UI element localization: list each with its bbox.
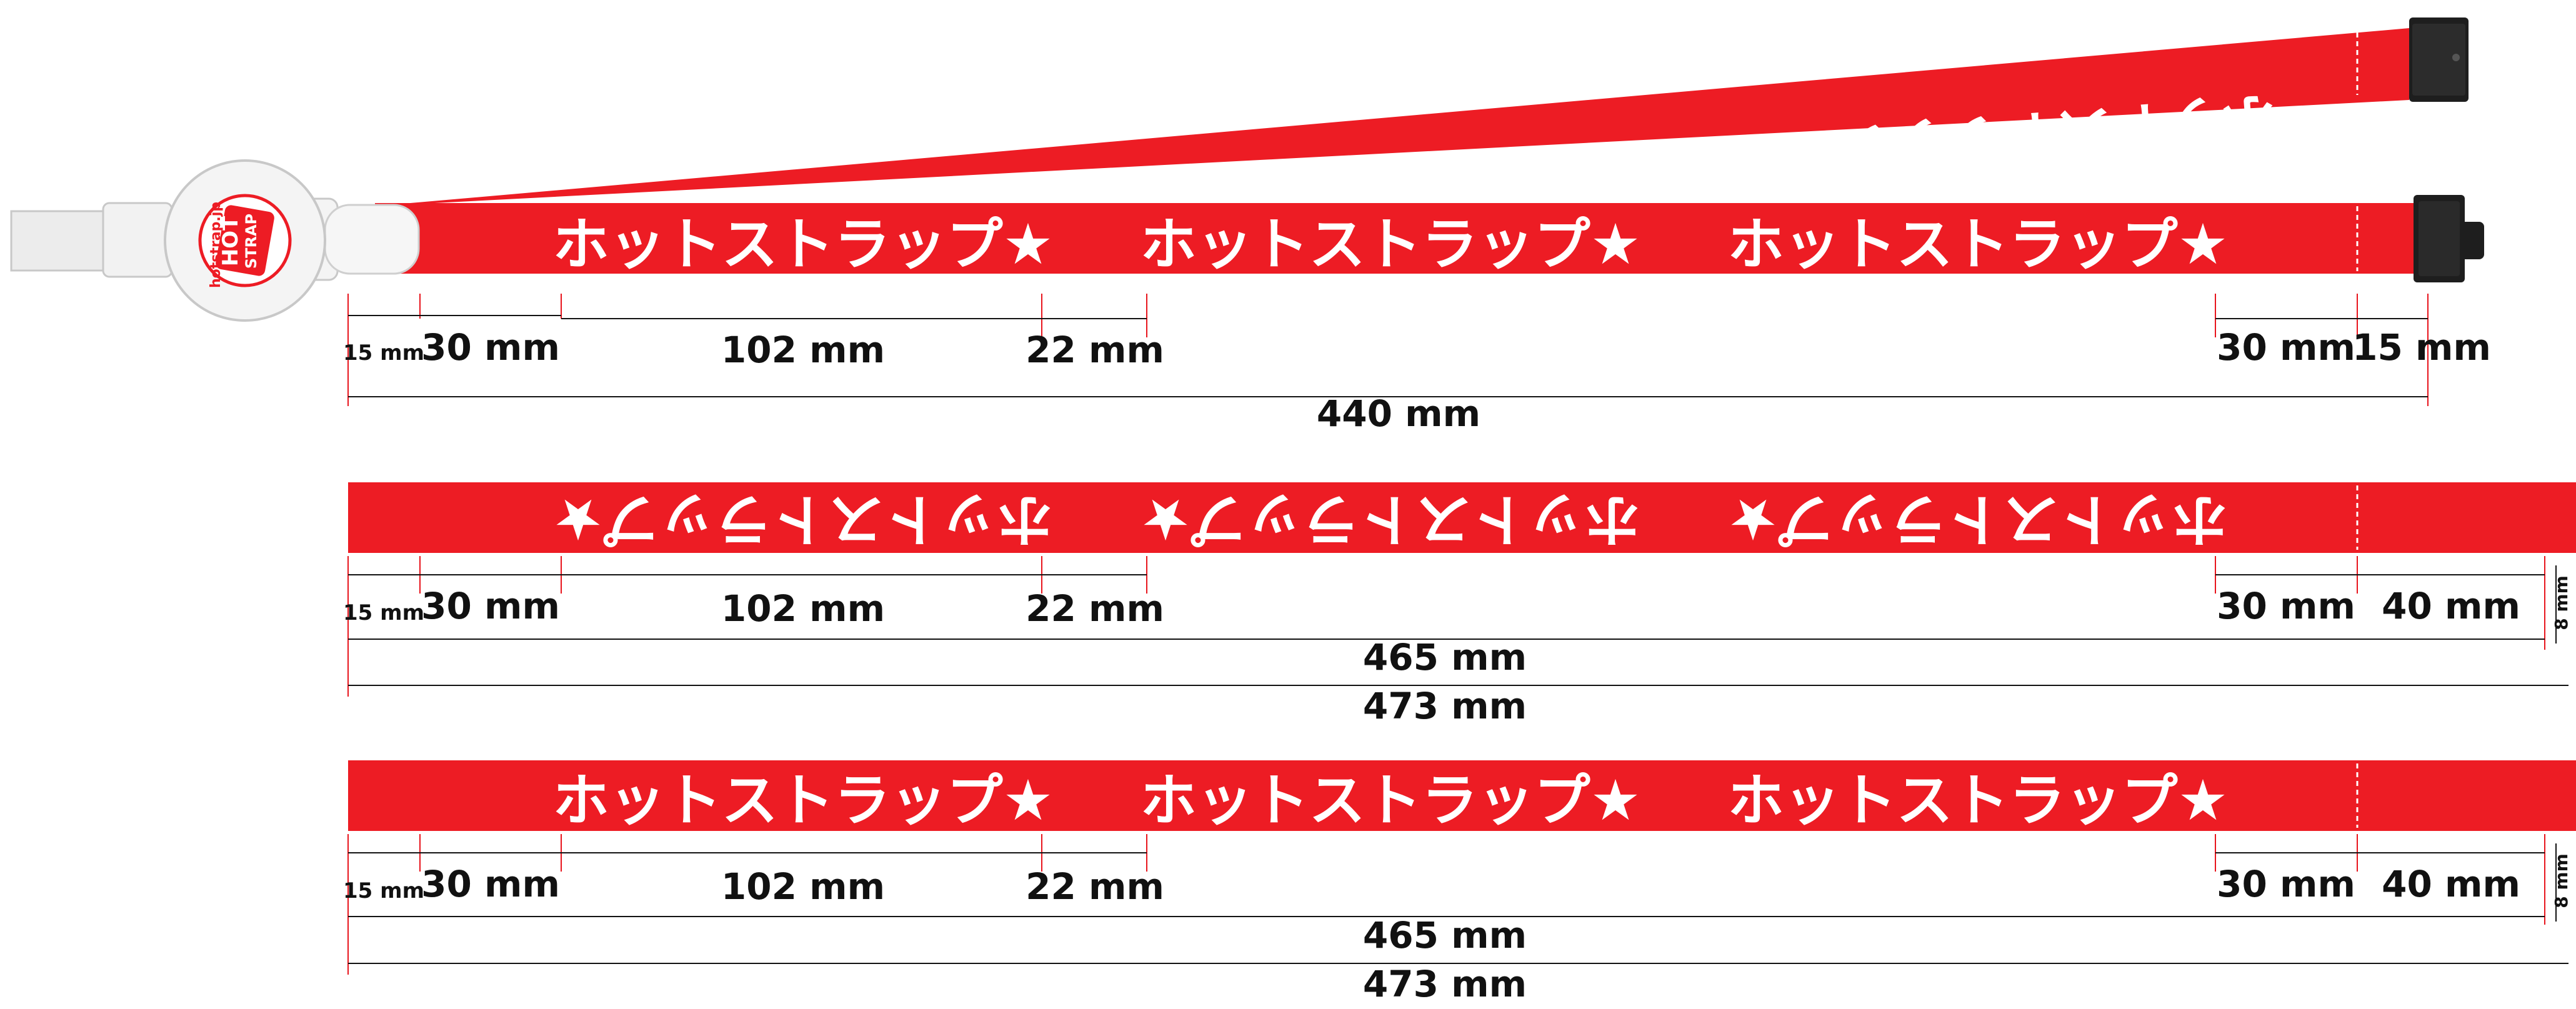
strap-bottom-text-2: ホットストラップ★: [1141, 768, 1641, 833]
dim-label: 22 mm: [1026, 865, 1164, 908]
strap-bottom-text-1: ホットストラップ★: [553, 768, 1054, 833]
dim-height: 8 mm: [2551, 853, 2572, 908]
dim-label: 40 mm: [2382, 585, 2520, 627]
dim-label: 40 mm: [2382, 863, 2520, 905]
strap-mirror-text-2: ホットストラップ★: [1141, 486, 1641, 552]
dim-label: 22 mm: [1026, 329, 1164, 371]
dim-label: 22 mm: [1026, 587, 1164, 630]
dim-label: 30 mm: [421, 326, 560, 369]
buckle-back: [2409, 17, 2469, 102]
bottom-strap-view: ホットストラップ★ ホットストラップ★ ホットストラップ★ 15 mm 30 m…: [343, 760, 2576, 1005]
strap-flat-bottom: [348, 760, 2576, 831]
dim-label: 102 mm: [721, 587, 885, 630]
dim-label: 30 mm: [2217, 863, 2355, 905]
dim-label: 15 mm: [343, 340, 424, 365]
dim-label: 30 mm: [421, 585, 560, 627]
clip-badge-top: HOT: [218, 216, 243, 266]
dim-label: 15 mm: [343, 600, 424, 625]
top-lanyard-view: ホットストラップ★ ホットストラップ★ ホットストラップ★ ホットストラップ★ …: [10, 17, 2491, 435]
dim-total: 440 mm: [1317, 392, 1480, 435]
middle-strap-view: ホットストラップ★ ホットストラップ★ ホットストラップ★ 15 mm 30 m…: [343, 482, 2576, 727]
strap-flat-middle: [348, 482, 2576, 553]
dim-total-outer: 473 mm: [1363, 685, 1527, 727]
dim-label: 30 mm: [421, 863, 560, 905]
strap-front-text-2: ホットストラップ★: [1141, 212, 1641, 277]
strap-bottom-text-3: ホットストラップ★: [1728, 768, 2229, 833]
dim-total-inner: 465 mm: [1363, 636, 1527, 678]
strap-mirror-text-3: ホットストラップ★: [1728, 486, 2229, 552]
bottom-dimensions: 15 mm 30 mm 102 mm 22 mm 30 mm 40 mm 8 m…: [343, 834, 2572, 1005]
dim-height: 8 mm: [2551, 575, 2572, 630]
dim-label: 15 mm: [2352, 326, 2491, 369]
safety-clip: HOT STRAP hotstrap.jp: [10, 159, 420, 322]
dim-total-inner: 465 mm: [1363, 914, 1527, 957]
dim-label: 15 mm: [343, 878, 424, 903]
clip-url: hotstrap.jp: [208, 202, 224, 288]
buckle-front: [2414, 195, 2484, 282]
dim-label: 30 mm: [2217, 585, 2355, 627]
clip-badge-bottom: STRAP: [242, 214, 260, 269]
strap-front-text-3: ホットストラップ★: [1728, 212, 2229, 277]
strap-front-text-1: ホットストラップ★: [553, 212, 1054, 277]
dim-total-outer: 473 mm: [1363, 963, 1527, 1005]
strap-front-segment: ホットストラップ★ ホットストラップ★ ホットストラップ★: [375, 203, 2415, 277]
dim-label: 102 mm: [721, 329, 885, 371]
top-dimensions: 15 mm 30 mm 102 mm 22 mm 30 mm 15 mm 440…: [343, 294, 2491, 435]
dim-label: 102 mm: [721, 865, 885, 908]
middle-dimensions: 15 mm 30 mm 102 mm 22 mm 30 mm 40 mm 8 m…: [343, 556, 2572, 727]
strap-mirror-text-1: ホットストラップ★: [553, 486, 1054, 552]
dim-label: 30 mm: [2217, 326, 2355, 369]
